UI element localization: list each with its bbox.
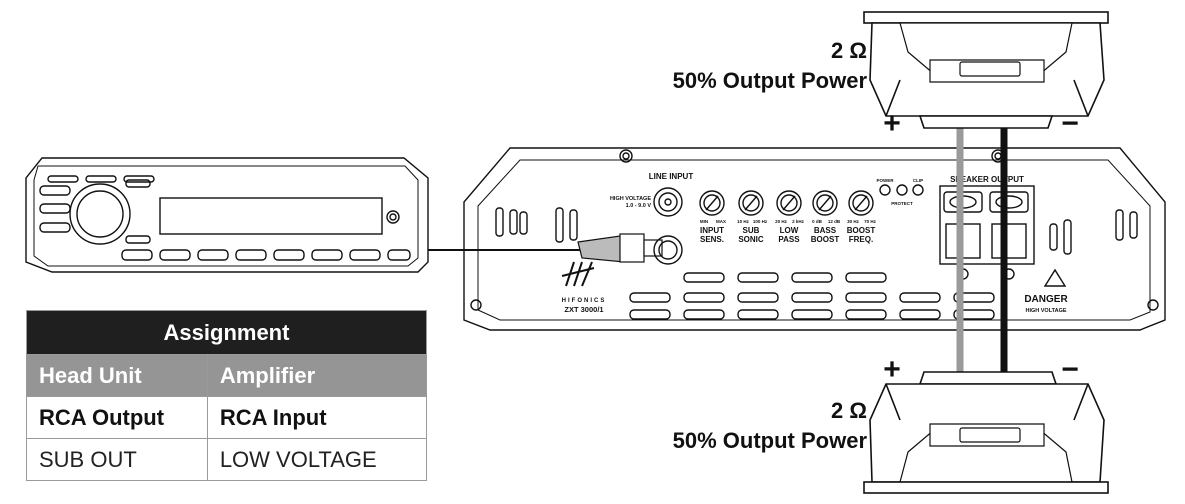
bottom-minus-label: −	[1061, 353, 1079, 386]
knob-min-label: 20 Hz	[775, 219, 788, 224]
table-cell: RCA Output	[26, 396, 208, 439]
high-voltage-range: 1.0 - 9.0 V	[626, 203, 652, 209]
knob-name-label: BASS	[814, 226, 837, 235]
table-cell: SUB OUT	[26, 438, 208, 481]
table-cell: RCA Input	[206, 396, 428, 439]
brand-label: HIFONICS	[562, 298, 607, 304]
knob-min-label: MIN	[700, 219, 708, 224]
knob-max-label: 2 kHz	[792, 219, 805, 224]
table-cell: LOW VOLTAGE	[206, 438, 428, 481]
speaker-output-label: SPEAKER OUTPUT	[950, 175, 1024, 184]
knob-name-label: BOOST	[847, 226, 876, 235]
led-clip-label: CLIP	[913, 178, 923, 183]
line-input-label: LINE INPUT	[649, 172, 694, 181]
table-title: Assignment	[26, 310, 427, 355]
rca-cable	[428, 233, 663, 263]
model-label: ZXT 3000/1	[564, 305, 603, 314]
speaker-wires	[956, 120, 1008, 380]
amplifier-body	[463, 147, 1166, 331]
table-row: SUB OUT LOW VOLTAGE	[26, 438, 428, 481]
knob-min-label: 0 dB	[812, 219, 823, 224]
knob-name2-label: SONIC	[738, 235, 764, 244]
danger-label: DANGER	[1024, 294, 1068, 305]
led-power-label: POWER	[876, 178, 894, 183]
top-power-label: 50% Output Power	[673, 68, 868, 93]
danger-sub-label: HIGH VOLTAGE	[1025, 308, 1066, 314]
table-row: RCA Output RCA Input	[26, 396, 428, 439]
table-header-row: Head Unit Amplifier	[26, 354, 428, 397]
knob-name2-label: PASS	[778, 235, 800, 244]
knob-name-label: SUB	[743, 226, 760, 235]
header-amplifier: Amplifier	[206, 354, 428, 397]
knob-name-label: LOW	[780, 226, 799, 235]
bottom-plus-label: +	[883, 353, 901, 386]
knob-max-label: MAX	[716, 219, 726, 224]
knob-max-label: 12 dB	[828, 219, 841, 224]
knob-name2-label: SENS.	[700, 235, 724, 244]
hifonics-logo	[561, 261, 595, 287]
top-plus-label: +	[883, 107, 901, 140]
speaker-top	[863, 11, 1109, 129]
speaker-bottom	[863, 371, 1109, 494]
knob-name2-label: FREQ.	[849, 235, 873, 244]
high-voltage-label: HIGH VOLTAGE	[610, 196, 651, 202]
bottom-power-label: 50% Output Power	[673, 428, 868, 453]
knob-min-label: 30 Hz	[847, 219, 860, 224]
top-impedance-label: 2 Ω	[831, 38, 867, 63]
knob-name-label: INPUT	[700, 226, 724, 235]
amplifier-labels: LINE INPUT HIGH VOLTAGE 1.0 - 9.0 V MIN M…	[562, 172, 1069, 314]
header-head-unit: Head Unit	[26, 354, 208, 397]
knob-min-label: 10 Hz	[737, 219, 750, 224]
led-protect-label: PROTECT	[891, 201, 913, 206]
knob-name2-label: BOOST	[811, 235, 840, 244]
knob-max-label: 100 Hz	[753, 219, 768, 224]
top-minus-label: −	[1061, 107, 1079, 140]
head-unit	[25, 157, 429, 273]
bottom-impedance-label: 2 Ω	[831, 398, 867, 423]
assignment-table: Assignment Head Unit Amplifier RCA Outpu…	[26, 310, 428, 481]
knob-max-label: 70 Hz	[864, 219, 877, 224]
